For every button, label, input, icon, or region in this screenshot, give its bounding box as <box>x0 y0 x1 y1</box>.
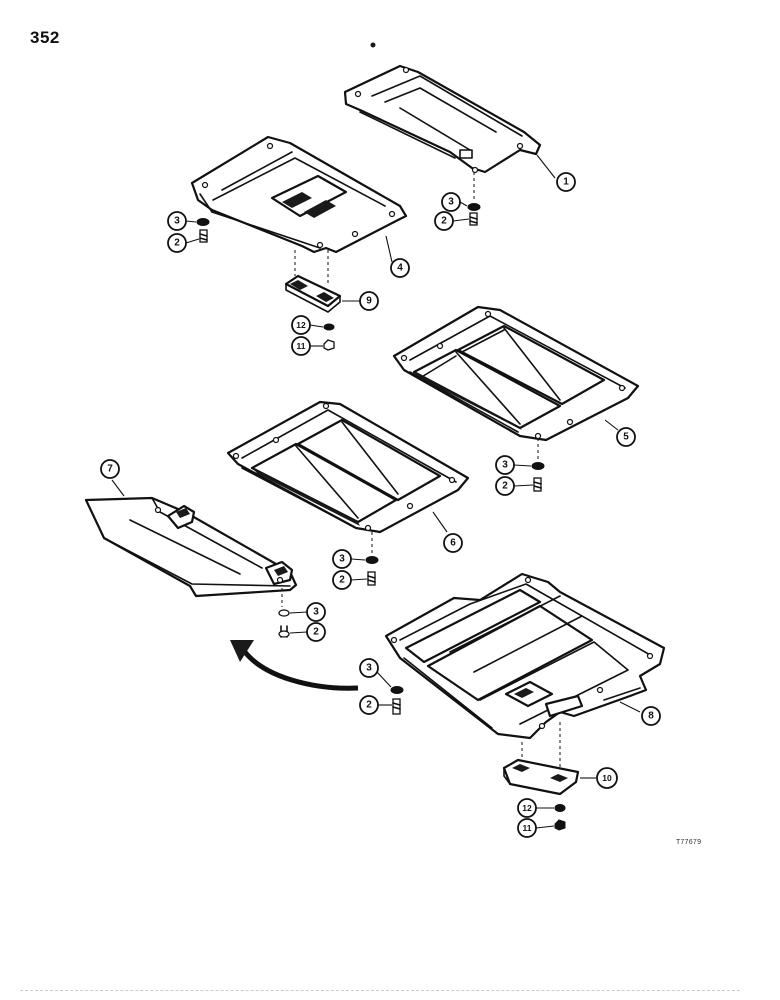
callout-2: 2 <box>332 570 352 590</box>
svg-text:2: 2 <box>502 481 508 492</box>
leader-2a <box>452 218 470 222</box>
callout-2: 2 <box>495 476 515 496</box>
callout-11: 11 <box>291 336 311 356</box>
leader-2c <box>513 484 534 487</box>
callout-6: 6 <box>443 533 463 553</box>
svg-text:2: 2 <box>174 238 180 249</box>
leader-12a <box>309 324 324 328</box>
washer-3-c <box>531 462 545 470</box>
svg-text:3: 3 <box>313 607 319 618</box>
washer-3-a <box>467 203 481 211</box>
leader-3e <box>289 611 308 614</box>
leader-11b <box>535 825 555 829</box>
callout-10: 10 <box>596 767 618 789</box>
callout-12: 12 <box>291 315 311 335</box>
leader-3d <box>350 558 366 561</box>
svg-text:3: 3 <box>174 216 180 227</box>
callout-9: 9 <box>359 291 379 311</box>
part-8-shield <box>384 572 666 740</box>
washer-3-b <box>196 218 210 226</box>
callout-2: 2 <box>167 233 187 253</box>
callout-3: 3 <box>332 549 352 569</box>
svg-text:3: 3 <box>366 663 372 674</box>
callout-2: 2 <box>359 695 379 715</box>
bolt-2-f <box>392 698 401 715</box>
leader-4 <box>385 235 393 263</box>
svg-text:1: 1 <box>563 177 569 188</box>
bolt-2-c <box>533 477 542 492</box>
svg-text:3: 3 <box>448 197 454 208</box>
callout-1: 1 <box>556 172 576 192</box>
callout-5: 5 <box>616 427 636 447</box>
callout-11: 11 <box>517 818 537 838</box>
leader-2e <box>289 631 308 634</box>
leader-7 <box>111 479 125 497</box>
dash-4 <box>294 250 329 285</box>
svg-text:10: 10 <box>602 773 612 783</box>
leader-2b <box>185 238 200 244</box>
svg-text:3: 3 <box>502 460 508 471</box>
part-4-shield <box>190 135 408 254</box>
figure-code: T77679 <box>676 839 702 847</box>
svg-text:4: 4 <box>397 263 403 274</box>
nut-11-b <box>554 819 566 831</box>
part-10-bracket <box>502 758 580 796</box>
leader-5 <box>604 419 619 431</box>
registration-dot <box>370 42 376 48</box>
leader-3c <box>513 464 532 467</box>
scan-artifact-strip <box>20 990 740 994</box>
part-7-shield <box>84 496 298 598</box>
svg-text:12: 12 <box>522 803 532 813</box>
washer-3-f <box>390 686 404 694</box>
svg-text:2: 2 <box>339 575 345 586</box>
leader-3f <box>376 671 392 688</box>
page-number: 352 <box>30 28 60 47</box>
washer-12-a <box>323 323 335 331</box>
svg-text:11: 11 <box>523 823 532 833</box>
svg-text:2: 2 <box>366 700 372 711</box>
bolt-2-a <box>469 212 478 226</box>
callout-4: 4 <box>390 258 410 278</box>
bolt-2-d <box>367 571 376 586</box>
callout-3: 3 <box>306 602 326 622</box>
bolt-2-b <box>199 229 208 243</box>
leader-3b <box>185 220 197 223</box>
callout-3: 3 <box>495 455 515 475</box>
washer-3-e <box>278 609 290 617</box>
svg-text:11: 11 <box>297 341 306 351</box>
svg-text:8: 8 <box>648 711 654 722</box>
svg-text:9: 9 <box>366 296 372 307</box>
svg-text:7: 7 <box>107 464 113 475</box>
callout-8: 8 <box>641 706 661 726</box>
svg-text:6: 6 <box>450 538 456 549</box>
leader-8 <box>619 701 641 713</box>
callout-2: 2 <box>434 211 454 231</box>
bolt-2-e <box>278 625 290 638</box>
leader-2d <box>350 578 368 581</box>
svg-text:2: 2 <box>441 216 447 227</box>
washer-12-b <box>554 804 566 812</box>
part-5-shield <box>392 305 640 442</box>
svg-text:2: 2 <box>313 627 319 638</box>
svg-text:5: 5 <box>623 432 629 443</box>
part-1-shield <box>343 64 542 174</box>
leader-1 <box>536 154 556 179</box>
part-9-plate <box>284 274 342 313</box>
callout-12: 12 <box>517 798 537 818</box>
callout-3: 3 <box>359 658 379 678</box>
callout-3: 3 <box>167 211 187 231</box>
leader-6 <box>432 511 448 533</box>
part-6-shield <box>226 400 470 534</box>
washer-3-d <box>365 556 379 564</box>
svg-text:12: 12 <box>296 320 306 330</box>
curved-arrow-icon <box>230 640 359 691</box>
svg-text:3: 3 <box>339 554 345 565</box>
leader-3a <box>459 201 468 207</box>
nut-11-a <box>323 339 335 351</box>
callout-3: 3 <box>441 192 461 212</box>
callout-7: 7 <box>100 459 120 479</box>
callout-2: 2 <box>306 622 326 642</box>
